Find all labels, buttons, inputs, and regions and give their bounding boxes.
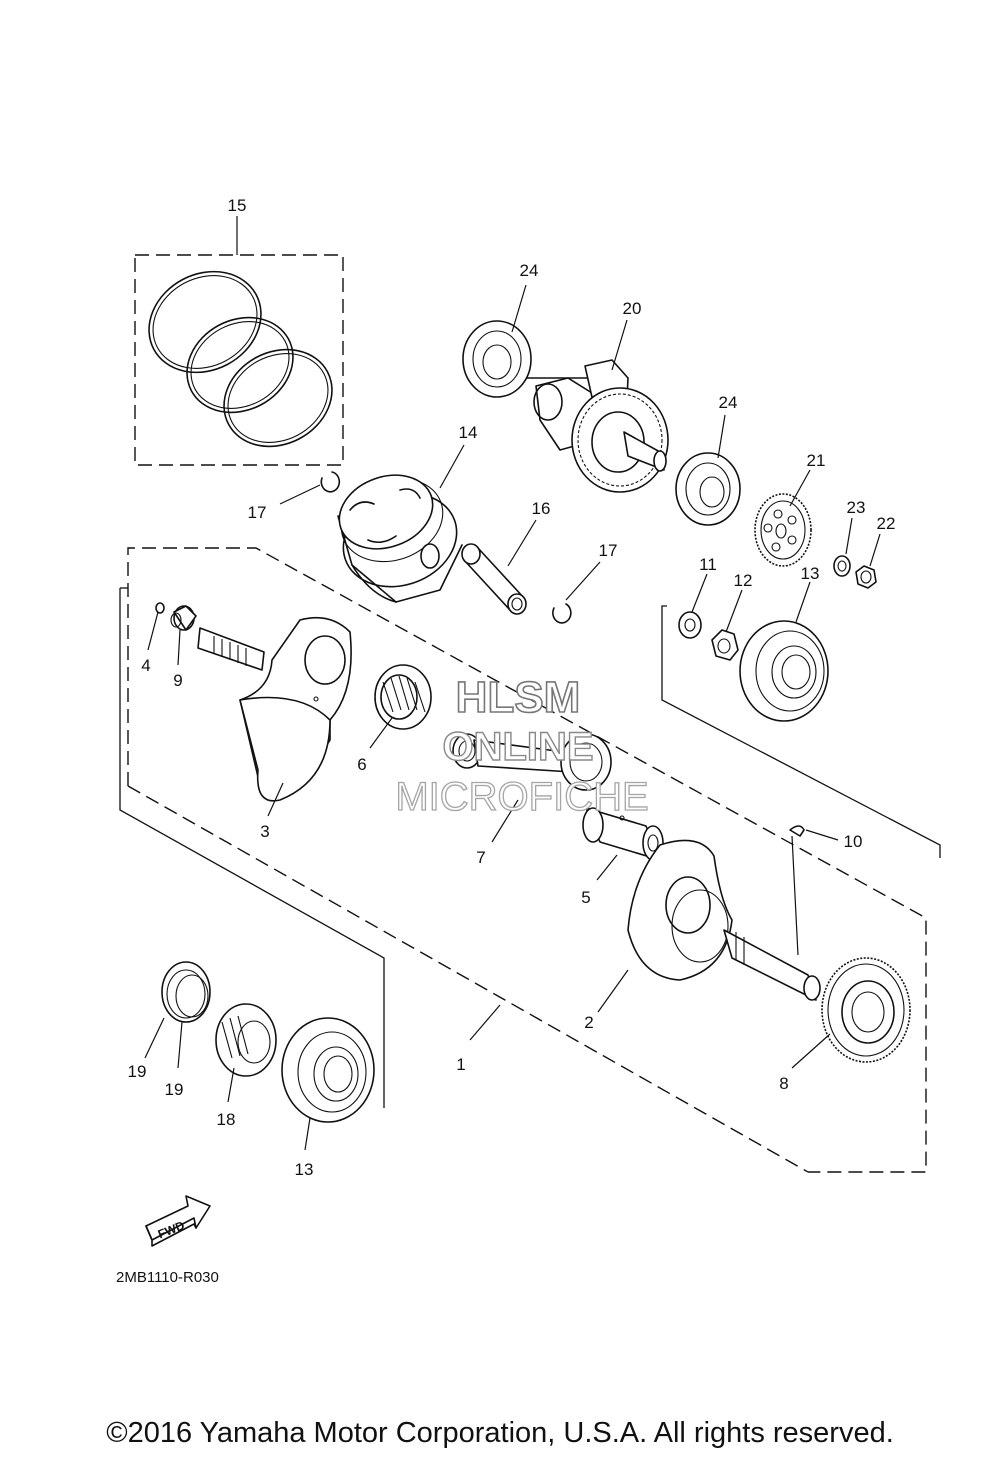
right-parts-bracket — [661, 605, 941, 858]
balancer-shaft — [515, 359, 669, 493]
nut — [855, 565, 877, 589]
forward-arrow-icon: FWD — [145, 1195, 211, 1247]
crankshaft-key — [789, 825, 805, 837]
piston-pin-circlip-left — [320, 471, 341, 493]
callout-7: 7 — [476, 848, 485, 867]
watermark-line2: ONLINE — [442, 725, 593, 769]
callout-11: 11 — [699, 555, 717, 574]
woodruff-key — [155, 602, 165, 614]
callout-2: 2 — [584, 1013, 593, 1032]
callout-24-upper: 24 — [520, 261, 539, 280]
callout-18: 18 — [217, 1110, 236, 1129]
callout-24-lower: 24 — [719, 393, 738, 412]
callout-5: 5 — [581, 888, 590, 907]
needle-bearing — [374, 664, 432, 730]
oil-seal-left — [161, 961, 211, 1023]
lock-washer — [833, 555, 851, 577]
callout-22: 22 — [877, 514, 896, 533]
callout-19-left: 19 — [128, 1062, 147, 1081]
bushing — [170, 605, 197, 631]
callout-17-right: 17 — [599, 541, 618, 560]
watermark-line3: MICROFICHE — [395, 775, 648, 819]
copyright: ©2016 Yamaha Motor Corporation, U.S.A. A… — [106, 1417, 894, 1449]
balancer-drive-gear — [754, 493, 812, 567]
watermark-line1: HLSM — [456, 673, 581, 722]
balancer-bearing-left — [462, 320, 532, 398]
callout-8: 8 — [779, 1074, 788, 1093]
callout-13-right: 13 — [801, 564, 820, 583]
crank-left — [197, 616, 352, 802]
diagram-code: 2MB1110-R030 — [116, 1269, 219, 1286]
callout-10: 10 — [844, 832, 863, 851]
callout-15: 15 — [228, 196, 247, 215]
crankshaft-assembly-outline — [119, 547, 927, 1173]
connecting-rod — [452, 733, 612, 791]
washer-right — [678, 611, 702, 639]
callout-17-left: 17 — [248, 503, 267, 522]
callout-21: 21 — [807, 451, 826, 470]
callout-3: 3 — [260, 822, 269, 841]
callout-23: 23 — [847, 498, 866, 517]
crank-gear — [821, 957, 911, 1063]
piston-pin — [461, 543, 527, 615]
crank-bearing-left — [281, 1017, 375, 1123]
callout-4: 4 — [141, 656, 150, 675]
callout-13-left: 13 — [295, 1160, 314, 1179]
flange-nut — [711, 629, 739, 661]
crank-pin — [582, 807, 664, 861]
callout-1: 1 — [456, 1055, 465, 1074]
callout-16: 16 — [532, 499, 551, 518]
balancer-bearing-right — [675, 452, 741, 526]
callout-19-right: 19 — [165, 1080, 184, 1099]
leader-lines — [144, 284, 881, 1151]
collar — [215, 1003, 277, 1077]
piston-pin-circlip-right — [552, 603, 572, 624]
piston — [337, 474, 463, 603]
callout-6: 6 — [357, 755, 366, 774]
crank-right — [627, 839, 821, 1001]
piston-ring-set — [134, 216, 344, 466]
callout-9: 9 — [173, 671, 182, 690]
callout-14: 14 — [459, 423, 478, 442]
callout-20: 20 — [623, 299, 642, 318]
callout-labels: 15 24 20 24 14 21 17 23 16 22 17 11 13 1… — [128, 196, 896, 1179]
callout-12: 12 — [734, 571, 753, 590]
crank-bearing-right — [739, 620, 829, 722]
watermark: HLSM ONLINE MICROFICHE — [395, 672, 650, 819]
